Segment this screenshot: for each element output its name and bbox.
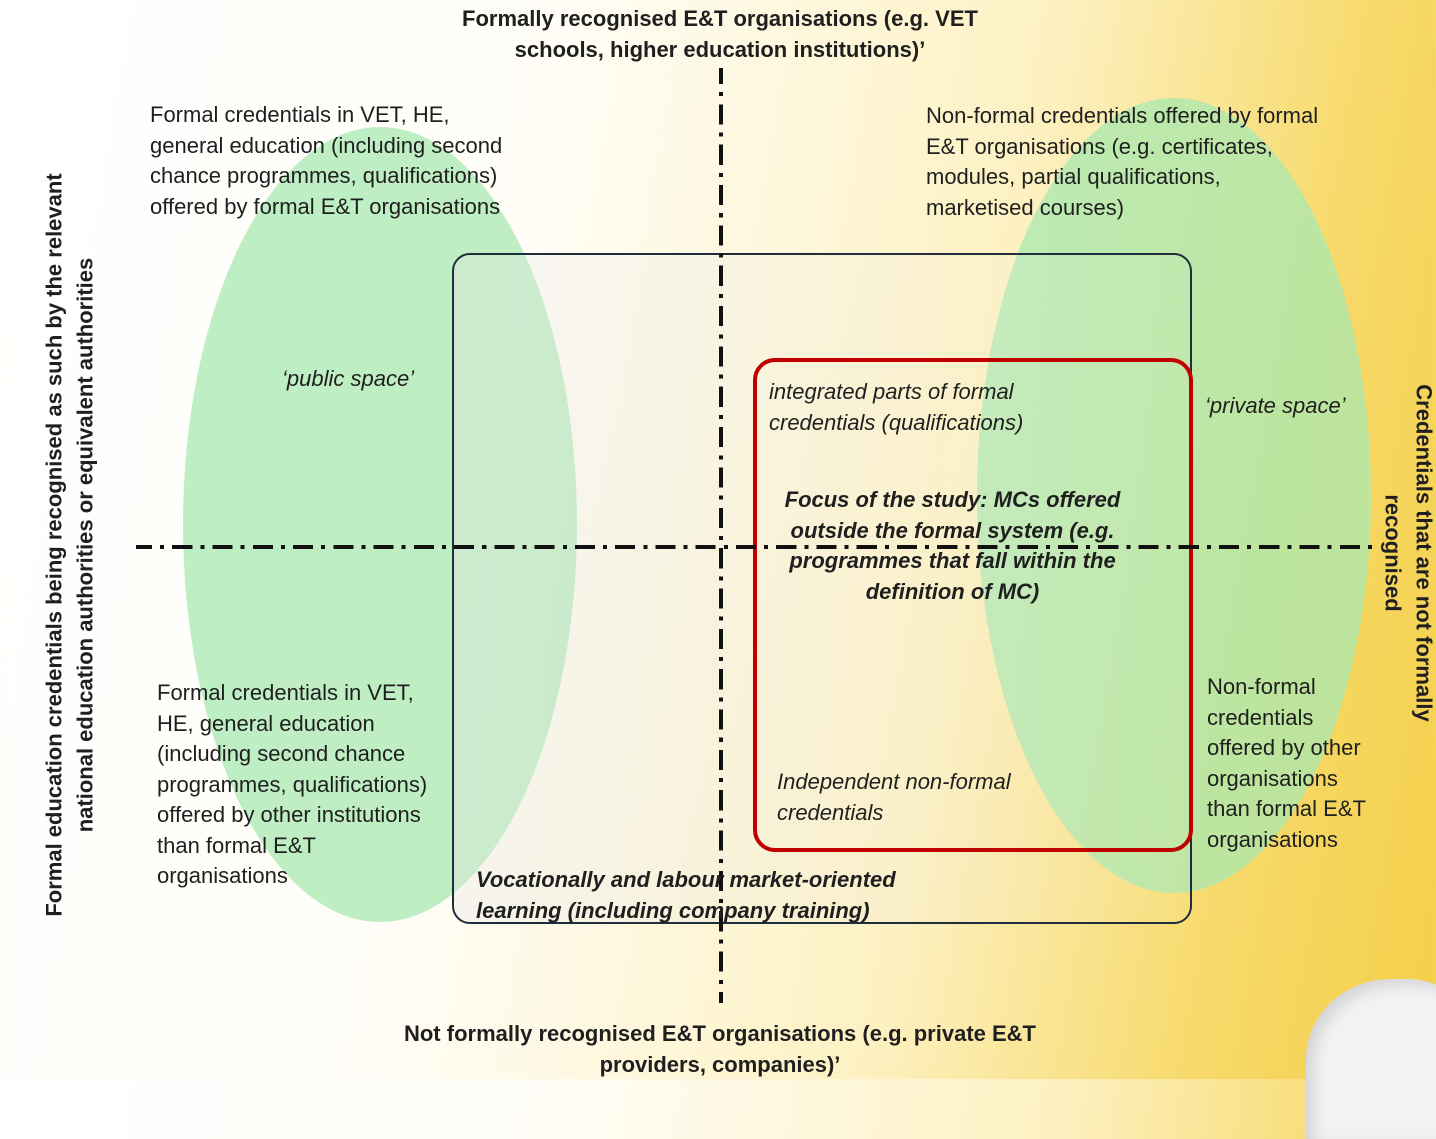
study-focus-label: Focus of the study: MCs offered outside … <box>770 485 1135 607</box>
bottom-axis-label: Not formally recognised E&T organisation… <box>360 1019 1080 1080</box>
decorative-paw-image <box>1306 979 1436 1139</box>
horizontal-axis-line <box>136 545 1376 549</box>
independent-credentials-label: Independent non-formal credentials <box>777 767 1077 828</box>
left-axis-label: Formal education credentials being recog… <box>40 135 101 955</box>
bottom-right-quadrant-text: Non-formal credentials offered by other … <box>1207 672 1367 855</box>
top-right-quadrant-text: Non-formal credentials offered by formal… <box>926 101 1326 223</box>
vocational-learning-label: Vocationally and labour market-oriented … <box>476 865 976 926</box>
top-left-quadrant-text: Formal credentials in VET, HE, general e… <box>150 100 510 222</box>
vertical-axis-line <box>719 68 723 1003</box>
bottom-left-quadrant-text: Formal credentials in VET, HE, general e… <box>157 678 452 892</box>
public-space-label: ‘public space’ <box>282 364 482 395</box>
private-space-label: ‘private space’ <box>1205 391 1405 422</box>
integrated-parts-label: integrated parts of formal credentials (… <box>769 377 1089 438</box>
top-axis-label: Formally recognised E&T organisations (e… <box>430 4 1010 65</box>
